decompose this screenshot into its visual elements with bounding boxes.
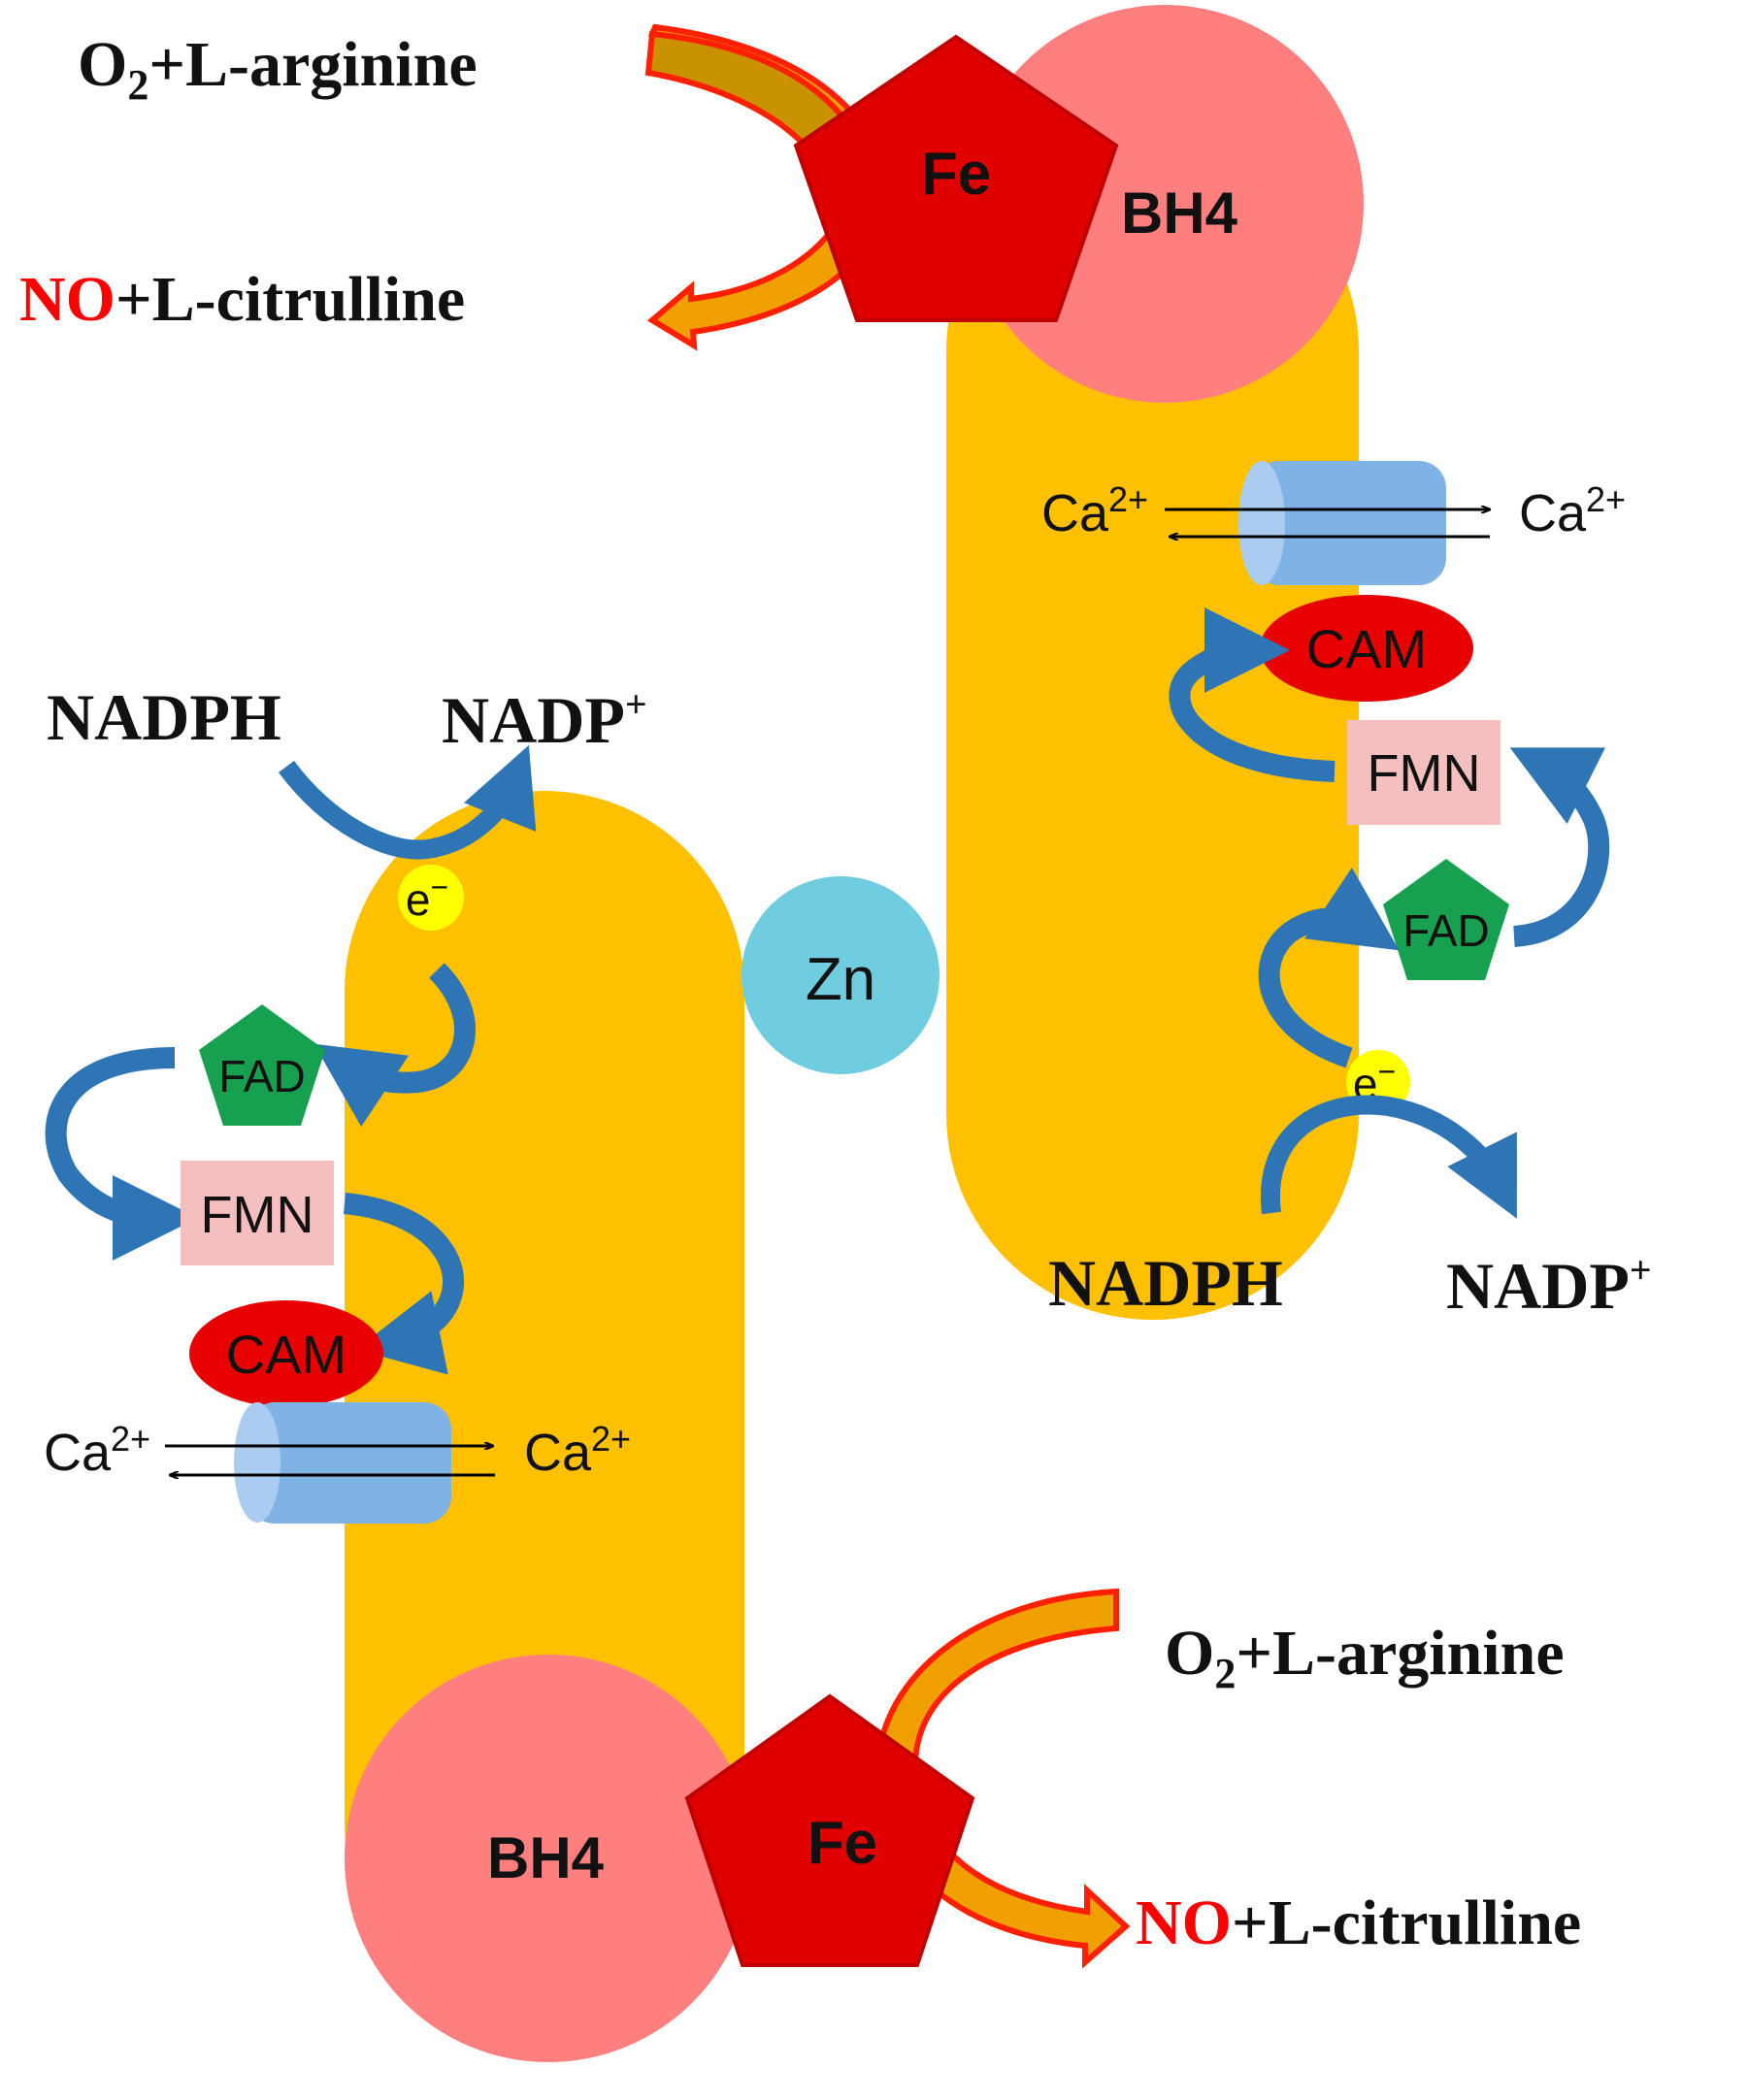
right-monomer-domain [946,146,1359,1320]
bottom-ca-right-label: Ca2+ [524,1419,631,1482]
zn-ion [742,876,940,1074]
bottom-calcium-channel [247,1402,451,1524]
top-fad-pentagon [1383,859,1509,980]
top-bh4-circle [966,5,1364,403]
bottom-fad-label: FAD [218,1051,305,1101]
bottom-cam-label: CAM [226,1324,346,1385]
top-cam-ellipse [1260,595,1473,702]
top-fe-pentagon [793,34,1119,322]
bottom-fmn-label: FMN [201,1186,314,1244]
bottom-fmn-box [181,1161,334,1265]
top-substrate-label: O2+L-arginine [78,29,478,109]
top-nadph-arrow [1260,1095,1517,1219]
bottom-e-to-fad-arrow [313,963,476,1128]
bottom-cam-ellipse [189,1300,383,1407]
top-nadph-label: NADPH [1048,1246,1283,1320]
bottom-fad-pentagon [199,1004,325,1126]
bottom-calcium-channel-end [234,1402,280,1523]
bottom-substrate-label: O2+L-arginine [1165,1618,1565,1697]
bottom-electron-label: e− [406,870,448,925]
top-nadp-label: NADP+ [1446,1248,1652,1323]
bottom-fmn-to-cam-arrow [343,1193,464,1375]
top-product-label: NO+L-citrulline [19,264,465,335]
bottom-nadph-label: NADPH [47,680,281,754]
bottom-fe-pentagon [684,1693,975,1967]
bottom-electron [398,865,464,931]
bottom-nadp-label: NADP+ [442,682,647,757]
zn-label: Zn [806,946,875,1013]
top-fmn-to-cam-arrow [1169,607,1336,782]
top-ca-left-label: Ca2+ [1041,479,1148,542]
top-e-to-fad-arrow [1258,867,1400,1068]
top-calcium-channel-end [1238,461,1285,585]
top-fmn-label: FMN [1368,744,1481,803]
bottom-bh4-label: BH4 [487,1825,605,1890]
top-cam-label: CAM [1306,618,1427,679]
bottom-bh4-circle [345,1655,752,2062]
bottom-fad-to-fmn-arrow [45,1047,198,1261]
top-fad-label: FAD [1402,905,1489,956]
top-bh4-label: BH4 [1121,180,1238,246]
top-fe-label: Fe [921,141,991,208]
bottom-nadph-arrow [279,744,537,860]
top-ca-right-label: Ca2+ [1519,479,1626,542]
bottom-product-label: NO+L-citrulline [1136,1887,1581,1958]
top-fad-to-fmn-arrow [1509,747,1610,947]
top-fmn-box [1347,720,1501,825]
bottom-ca-left-label: Ca2+ [44,1419,150,1482]
top-calcium-channel [1252,461,1446,585]
bottom-fe-label: Fe [808,1810,877,1877]
